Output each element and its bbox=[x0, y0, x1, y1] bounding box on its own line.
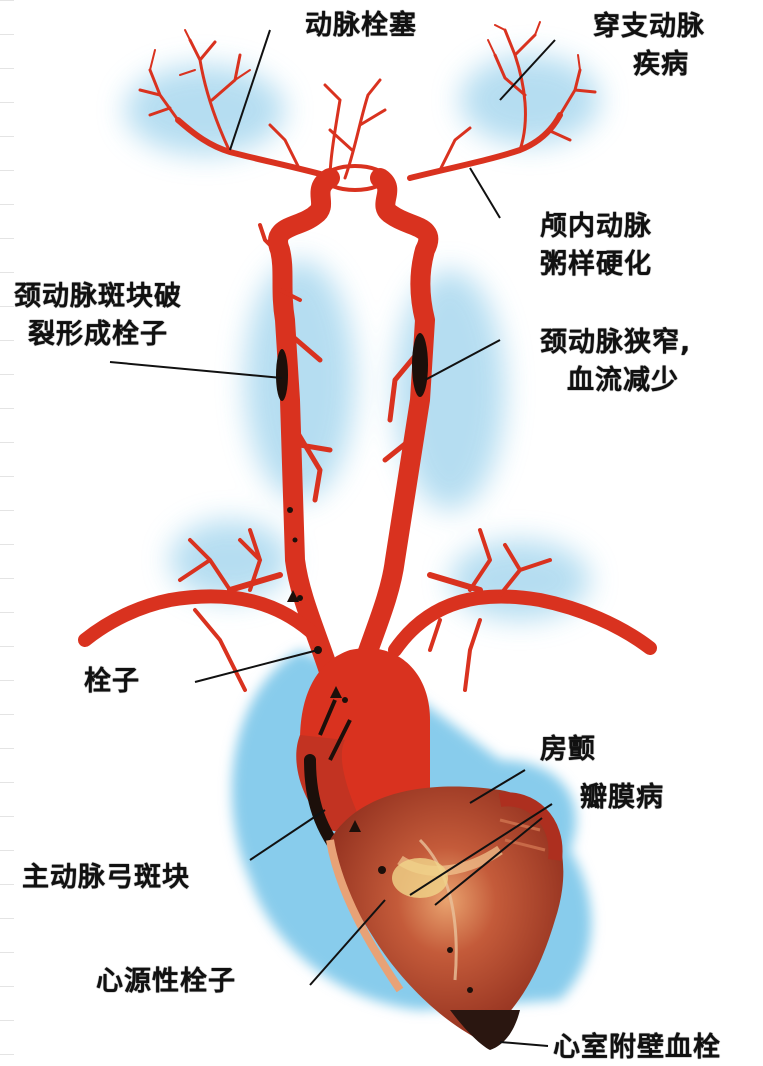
label-line: 血流减少 bbox=[540, 362, 691, 400]
label-carotid-plaque-rupture: 颈动脉斑块破 裂形成栓子 bbox=[14, 278, 182, 354]
label-line: 疾病 bbox=[593, 46, 705, 84]
label-ventricular-mural-thrombus: 心室附壁血栓 bbox=[553, 1030, 721, 1066]
blue-shadow-layer bbox=[125, 55, 600, 620]
label-cardiogenic-embolus: 心源性栓子 bbox=[96, 964, 236, 1000]
label-carotid-stenosis: 颈动脉狭窄, 血流减少 bbox=[540, 324, 691, 400]
label-line: 颅内动脉 bbox=[540, 208, 652, 246]
label-arterial-embolism: 动脉栓塞 bbox=[305, 8, 417, 44]
label-perforating-artery-disease: 穿支动脉 疾病 bbox=[593, 8, 705, 84]
label-line: 粥样硬化 bbox=[540, 246, 652, 284]
label-line: 颈动脉狭窄, bbox=[540, 324, 691, 362]
label-valvular-disease: 瓣膜病 bbox=[580, 780, 664, 816]
label-atrial-fibrillation: 房颤 bbox=[540, 732, 596, 768]
label-line: 穿支动脉 bbox=[593, 8, 705, 46]
label-embolus: 栓子 bbox=[84, 664, 140, 700]
label-line: 颈动脉斑块破 bbox=[14, 278, 182, 316]
label-line: 裂形成栓子 bbox=[14, 316, 182, 354]
label-intracranial-atherosclerosis: 颅内动脉 粥样硬化 bbox=[540, 208, 652, 284]
label-aortic-arch-plaque: 主动脉弓斑块 bbox=[22, 860, 190, 896]
